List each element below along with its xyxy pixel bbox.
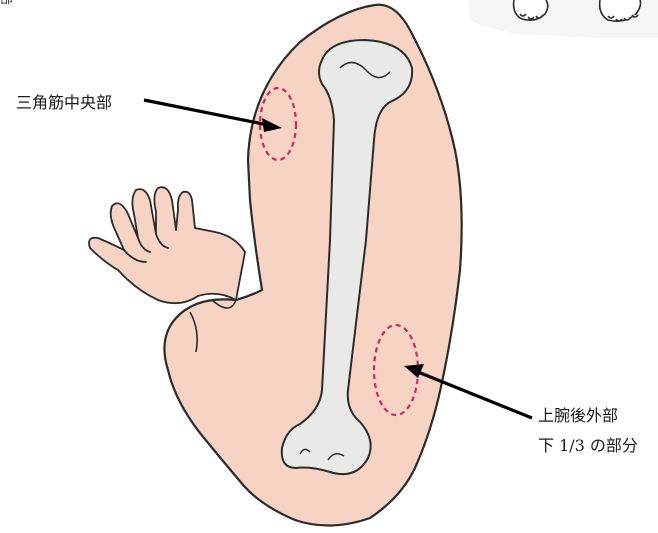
hand [89,187,245,303]
baby-feet-partial [468,0,658,38]
posterior-site-label-line1: 上腕後外部 [538,405,618,427]
posterior-site-label-line2: 下 1/3 の部分 [538,435,638,457]
hand-palm [89,187,245,303]
deltoid-site-label: 三角筋中央部 [16,92,112,114]
clipped-top-label: 部 [0,0,13,11]
